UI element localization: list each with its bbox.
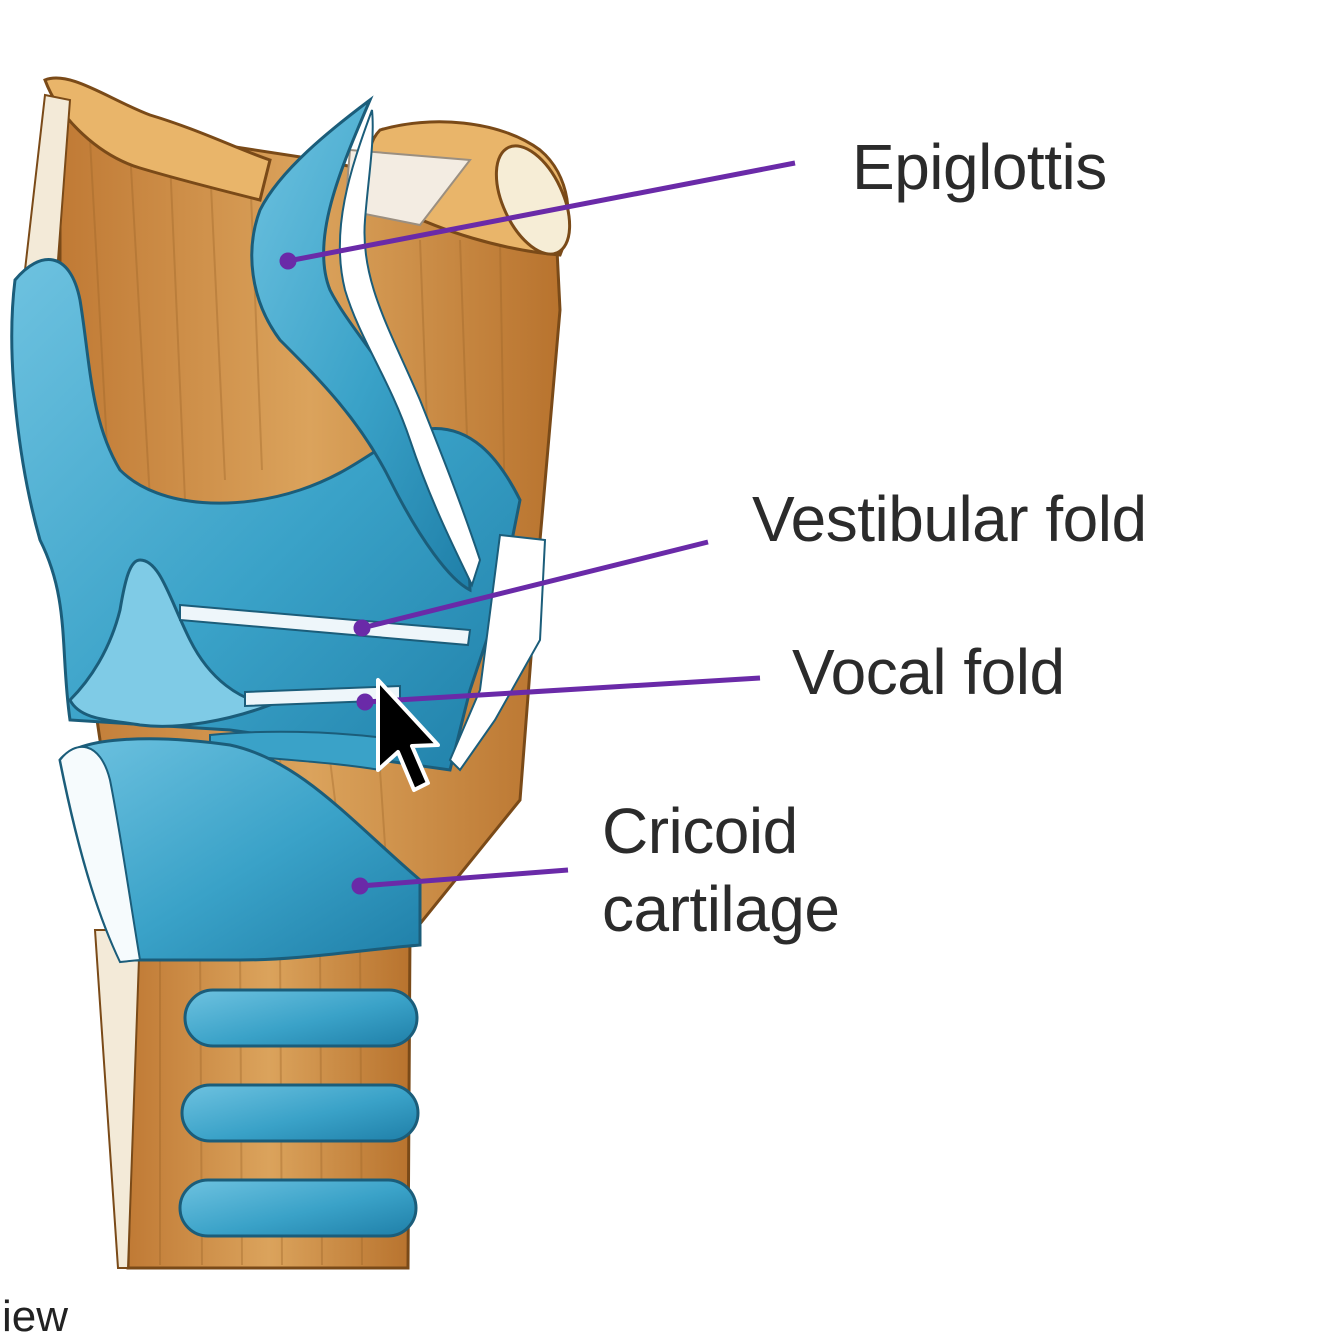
leader-line-vocal-fold [364,675,761,705]
label-cricoid-line1: Cricoid [602,795,798,867]
label-cricoid-line2: cartilage [602,873,840,946]
hyoid-bar [43,76,272,202]
leader-line-cricoid [359,867,569,889]
arytenoid-cartilage [68,558,276,728]
caption-fragment: iew [2,1292,69,1341]
cricoid-pale-edge [58,745,142,964]
tracheal-ring-3 [178,1178,418,1238]
epiglottis-sheath [338,109,482,588]
tracheal-ring-1 [183,988,419,1048]
leader-line-vestibular-fold [361,539,709,631]
label-vocal-fold: Vocal fold [792,636,1065,708]
vestibular-fold-shape [179,603,472,647]
right-cartilage-strip [448,533,547,772]
mouse-cursor-icon [376,678,440,792]
epiglottis-shape [250,95,472,593]
label-epiglottis: Epiglottis [852,131,1107,203]
leader-lines [279,160,796,895]
label-cricoid-cartilage: Cricoid cartilage [602,792,840,948]
leader-line-epiglottis [287,160,796,264]
tracheal-ring-2 [180,1083,420,1143]
label-vestibular-fold: Vestibular fold [752,483,1147,555]
cartilage-end [494,144,572,256]
